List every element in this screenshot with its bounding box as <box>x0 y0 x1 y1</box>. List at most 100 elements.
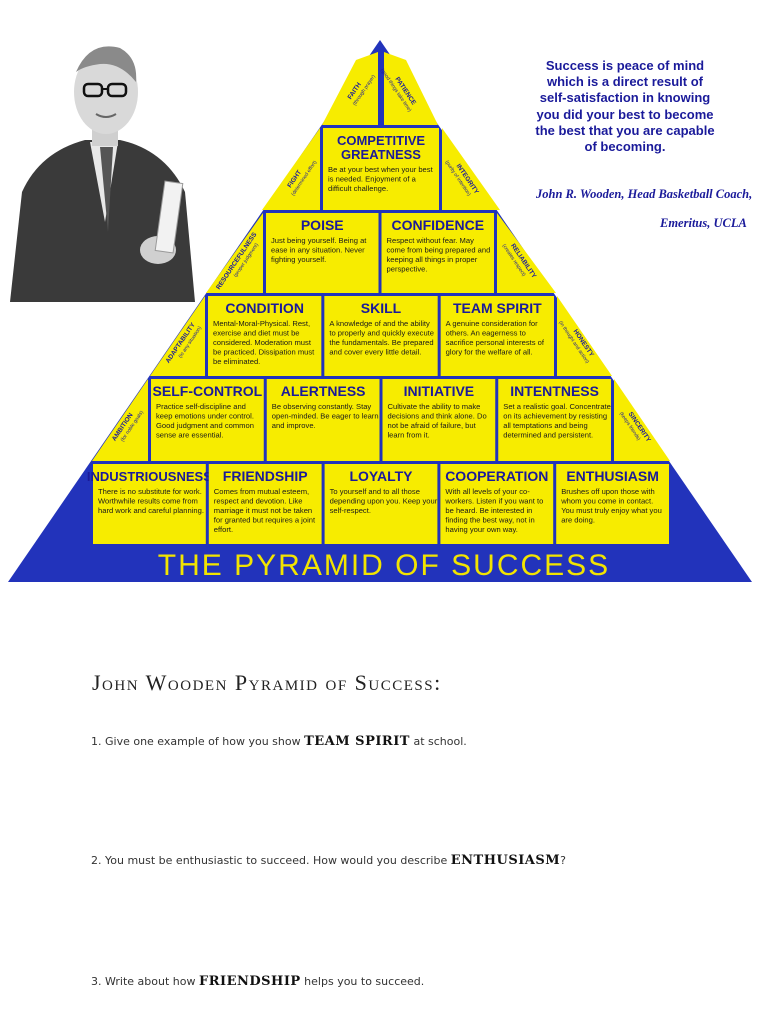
block-description: You must truly enjoy what you <box>561 506 662 515</box>
side-block-bg <box>384 52 438 125</box>
block-description: Set a realistic goal. Concentrate <box>503 402 611 411</box>
pyramid-block: ENTHUSIASM Brushes off upon those withwho… <box>556 464 669 544</box>
block-description: whom you come in contact. <box>560 497 653 506</box>
block-title: LOYALTY <box>349 468 413 484</box>
side-block-bg <box>497 213 556 293</box>
block-description: perspective. <box>387 265 428 274</box>
block-description: not be afraid of failure, but <box>388 421 477 430</box>
side-block-bg <box>442 128 500 210</box>
block-bg <box>381 213 494 293</box>
block-description: A genuine consideration for <box>446 319 539 328</box>
block-description: keep emotions under control. <box>156 412 254 421</box>
block-description: sense are essential. <box>156 431 224 440</box>
block-description: on its achievement by resisting <box>503 412 607 421</box>
question-keyword: FRIENDSHIP <box>198 974 301 989</box>
block-description: be eliminated. <box>213 357 260 366</box>
block-bg <box>382 379 496 461</box>
block-title: ALERTNESS <box>281 383 366 399</box>
block-description: marriage it must not be taken <box>214 506 312 515</box>
quote-line: Success is peace of mind <box>545 58 705 73</box>
block-description: respect and devotion. Like <box>214 497 303 506</box>
block-title: SKILL <box>361 300 402 316</box>
block-title: INDUSTRIOUSNESS <box>87 469 212 484</box>
block-description: workers. Listen if you want to <box>444 497 543 506</box>
block-description: Worthwhile results come from <box>98 497 198 506</box>
block-description: Respect without fear. May <box>387 236 475 245</box>
block-bg <box>151 379 264 461</box>
pyramid-block: ALERTNESS Be observing constantly. Stayop… <box>266 379 380 461</box>
block-description: keeping all things in proper <box>387 255 478 264</box>
quote-line: which is a direct result of <box>546 74 704 90</box>
quote-line: of becoming. <box>584 139 666 155</box>
block-description: determined and persistent. <box>503 431 593 440</box>
block-description: come from being prepared and <box>387 246 491 255</box>
block-description: Brushes off upon those with <box>561 487 655 496</box>
block-description: To yourself and to all those <box>330 487 420 496</box>
block-description: be practiced. Dissipation must <box>213 348 315 357</box>
block-description: are doing. <box>561 516 595 525</box>
side-block-bg <box>262 128 320 210</box>
block-description: the fundamentals. Be prepared <box>329 338 433 347</box>
block-description: all temptations and being <box>503 421 587 430</box>
block-description: ease in any situation. Never <box>271 246 365 255</box>
quote-line: you did your best to become <box>536 106 714 122</box>
side-block-bg <box>614 379 670 461</box>
side-block: HONESTY(in thought and action) <box>557 296 612 376</box>
block-description: open-minded. Be eager to learn <box>272 412 379 421</box>
block-description: fighting yourself. <box>271 255 326 264</box>
block-description: With all levels of your co- <box>445 487 530 496</box>
block-description: self-respect. <box>330 506 371 515</box>
block-description: considered. Moderation must <box>213 338 312 347</box>
pyramid-banner: THE PYRAMID OF SUCCESS <box>158 549 610 582</box>
block-description: exercise and diet must be <box>213 329 300 338</box>
block-title: ENTHUSIASM <box>566 468 659 484</box>
block-description: be heard. Be interested in <box>445 506 532 515</box>
block-description: Mental-Moral-Physical. Rest, <box>213 319 310 328</box>
block-bg <box>556 464 669 544</box>
block-description: effort. <box>214 525 233 534</box>
block-title: COMPETITIVE <box>337 133 425 148</box>
question-1: 1. Give one example of how you show TEAM… <box>91 734 467 749</box>
block-description: for granted but requires a joint <box>214 516 316 525</box>
block-title: COOPERATION <box>445 468 548 484</box>
block-description: Cultivate the ability to make <box>388 402 481 411</box>
side-block-bg <box>92 379 148 461</box>
block-description: to properly and quickly execute <box>329 329 434 338</box>
block-description: glory for the welfare of all. <box>446 348 533 357</box>
block-title: INTENTNESS <box>510 383 599 399</box>
block-description: Be at your best when your best <box>328 165 434 174</box>
block-bg <box>323 128 439 210</box>
block-description: Practice self-discipline and <box>156 402 246 411</box>
question-3: 3. Write about how FRIENDSHIP helps you … <box>91 974 425 989</box>
pyramid-side-blocks: FAITH(through prayer)FIGHT(determined ef… <box>92 52 670 461</box>
side-block: FAITH(through prayer) <box>322 52 378 125</box>
pyramid-block: TEAM SPIRIT A genuine consideration forot… <box>440 296 554 376</box>
block-bg <box>93 464 206 544</box>
worksheet-heading: John Wooden Pyramid of Success: <box>92 670 442 695</box>
block-description: finding the best way, not in <box>445 516 534 525</box>
block-description: sacrifice personal interests of <box>446 338 545 347</box>
block-bg <box>440 296 554 376</box>
side-block: PATIENCE(good things take time) <box>379 52 438 125</box>
quote-attribution: John R. Wooden, Head Basketball Coach, <box>536 187 753 201</box>
block-description: is needed. Enjoyment of a <box>328 175 417 184</box>
block-description: others. An eagerness to <box>446 329 526 338</box>
block-title: TEAM SPIRIT <box>453 300 542 316</box>
quote-line: self-satisfaction in knowing <box>539 90 711 106</box>
wooden-quote: Success is peace of mind which is a dire… <box>500 58 750 155</box>
pyramid-block: COOPERATION With all levels of your co-wo… <box>440 464 554 544</box>
block-description: Be observing constantly. Stay <box>272 402 372 411</box>
side-block: RELIABILITY(creates respect) <box>497 213 556 293</box>
block-description: learn from it. <box>388 431 430 440</box>
block-description: decisions and think alone. Do <box>388 412 487 421</box>
block-bg <box>208 464 322 544</box>
quote-line: the best that you are capable <box>535 122 715 138</box>
